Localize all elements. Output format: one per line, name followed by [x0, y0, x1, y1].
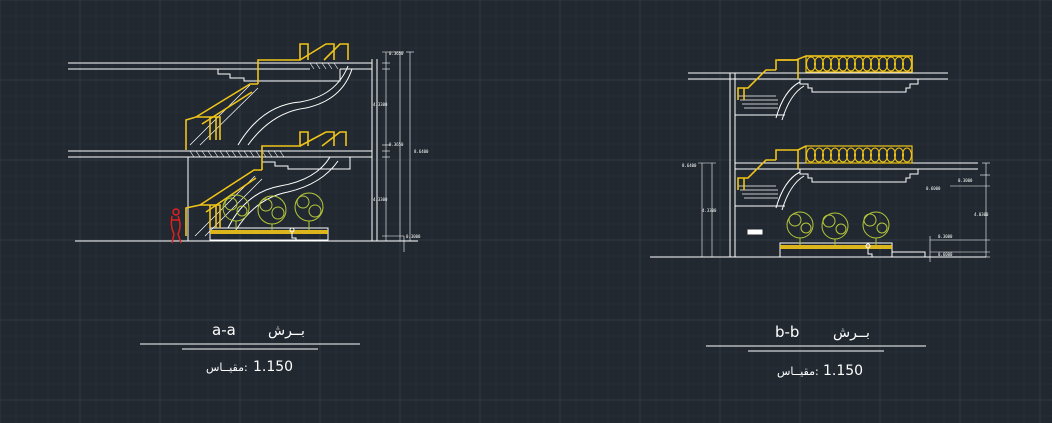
- bb-dim-left-1: 8.6400: [682, 163, 697, 168]
- bb-dim-right-1: 0.3000: [958, 178, 973, 183]
- aa-stair-soffit-upper: [237, 65, 349, 146]
- bb-title-code: b-b: [775, 323, 799, 341]
- bb-scale-label: مقيــاس:: [777, 365, 819, 378]
- balustrade-ring: [829, 56, 841, 72]
- balustrade-ring: [837, 56, 849, 72]
- balustrade-ring: [837, 147, 849, 163]
- aa-scale-value: 1.150: [253, 359, 293, 375]
- bb-dim-right-4: 0.3000: [938, 234, 953, 239]
- balustrade-ring: [813, 147, 825, 163]
- balustrade-ring: [901, 147, 913, 163]
- bb-drop-ceiling-upper: [799, 79, 919, 93]
- balustrade-ring: [877, 147, 889, 163]
- bb-dim-right-5: 0.6000: [938, 252, 953, 257]
- aa-human-scale-figure: [170, 208, 182, 244]
- bb-dim-right-2: 0.6000: [926, 186, 941, 191]
- balustrade-ring: [885, 56, 897, 72]
- balustrade-ring: [893, 147, 905, 163]
- aa-dimensions: [382, 51, 414, 252]
- balustrade-ring: [813, 56, 825, 72]
- aa-dim-1: 0.3650: [389, 51, 404, 56]
- balustrade-ring: [885, 147, 897, 163]
- balustrade-ring: [853, 147, 865, 163]
- aa-drop-ceiling-upper: [217, 69, 341, 82]
- balustrade-ring: [893, 56, 905, 72]
- aa-title-word: بــرش: [268, 323, 305, 339]
- aa-planter-fill: [210, 230, 328, 234]
- balustrade-ring: [845, 147, 857, 163]
- bb-title-block: b-b بــرش مقيــاس: 1.150: [706, 323, 926, 379]
- balustrade-ring: [861, 147, 873, 163]
- bb-stair-soffit-lower: [775, 171, 801, 209]
- aa-dim-4: 8.6400: [414, 149, 429, 154]
- aa-scale-label: مقيــاس:: [206, 361, 248, 374]
- balustrade-ring: [861, 56, 873, 72]
- bb-step-right: [892, 251, 926, 257]
- bb-scale-value: 1.150: [823, 363, 863, 379]
- bb-seated-figure: [865, 243, 873, 257]
- balustrade-ring: [805, 147, 817, 163]
- balustrade-ring: [901, 56, 913, 72]
- bb-planter: [779, 242, 893, 258]
- balustrade-ring: [805, 56, 817, 72]
- aa-seated-figure: [289, 227, 297, 241]
- bb-stair-soffit-upper: [775, 81, 801, 119]
- aa-dim-2: 4.3300: [373, 102, 388, 107]
- bb-dim-left-2: 4.3300: [702, 208, 717, 213]
- balustrade-ring: [829, 147, 841, 163]
- bb-trees: [786, 211, 890, 246]
- balustrade-ring: [845, 56, 857, 72]
- balustrade-ring: [869, 147, 881, 163]
- aa-drop-ceiling-lower: [261, 157, 351, 170]
- aa-dim-5: 4.3300: [373, 197, 388, 202]
- bb-drop-ceiling-lower: [799, 169, 919, 183]
- bb-planter-fill: [780, 245, 892, 249]
- aa-slab-hatch: [189, 62, 339, 158]
- balustrade-ring: [821, 147, 833, 163]
- aa-title-code: a-a: [212, 321, 236, 339]
- bb-title-word: بــرش: [833, 325, 870, 341]
- aa-stair-railings: [185, 43, 349, 236]
- aa-title-block: a-a بــرش مقيــاس: 1.150: [140, 321, 360, 375]
- bb-dim-right-3: 4.0300: [974, 212, 989, 217]
- balustrade-ring: [869, 56, 881, 72]
- bb-balustrade-rings: [805, 56, 913, 163]
- balustrade-ring: [853, 56, 865, 72]
- aa-stair-soffit-lower: [227, 156, 331, 229]
- aa-dim-3: 0.3650: [389, 142, 404, 147]
- bb-section-tag: [747, 229, 763, 235]
- bb-dimensions: [698, 162, 990, 262]
- aa-dim-6: 0.3000: [406, 234, 421, 239]
- balustrade-ring: [821, 56, 833, 72]
- aa-trees: [222, 192, 324, 230]
- bb-steps: [738, 95, 778, 199]
- balustrade-ring: [877, 56, 889, 72]
